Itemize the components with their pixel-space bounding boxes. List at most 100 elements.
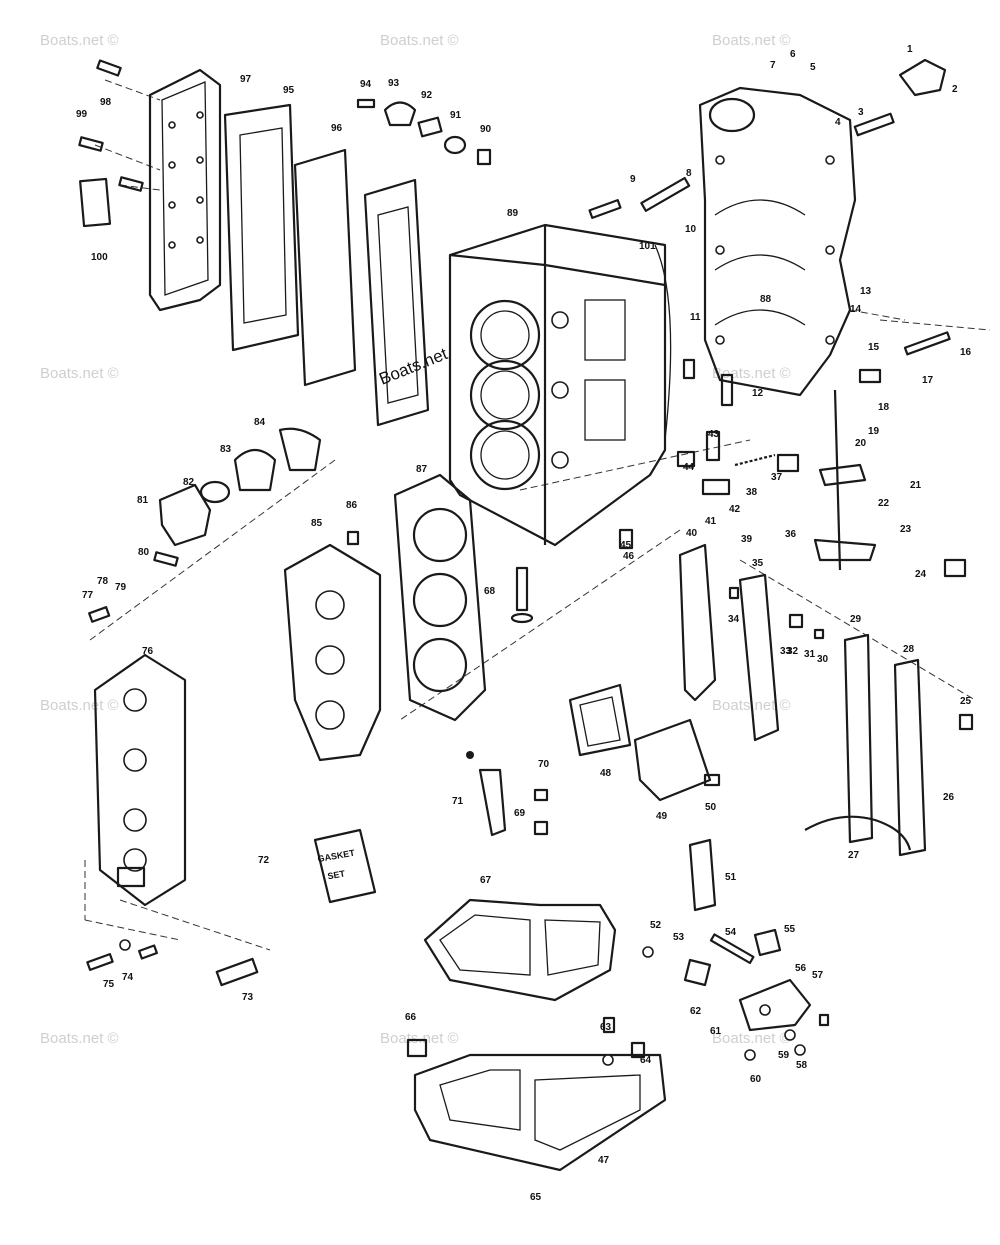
callout-number: 40 xyxy=(686,528,698,539)
plate-95 xyxy=(293,148,357,387)
thermostat-parts-top xyxy=(356,98,492,166)
callout-number: 95 xyxy=(283,85,295,96)
callout-number: 74 xyxy=(122,972,134,983)
exhaust-cover xyxy=(148,68,222,312)
plate-35 xyxy=(738,573,780,742)
powerhead-gasket xyxy=(423,898,617,1002)
callout-number: 30 xyxy=(817,654,829,665)
callout-number: 59 xyxy=(778,1050,790,1061)
callout-number: 99 xyxy=(76,109,88,120)
block-label: Boats.net xyxy=(376,344,450,389)
callout-number: 58 xyxy=(796,1060,808,1071)
callout-number: 11 xyxy=(690,312,701,323)
callout-number: 45 xyxy=(620,540,632,551)
callout-number: 88 xyxy=(760,294,772,305)
callout-number: 8 xyxy=(686,168,692,179)
bolt-101 xyxy=(118,176,144,192)
leader-lines xyxy=(84,79,991,951)
callout-number: 86 xyxy=(346,500,358,511)
callout-number: 76 xyxy=(142,646,154,657)
gasket-set-box: GASKET SET xyxy=(313,828,377,904)
callout-number: 82 xyxy=(183,477,195,488)
callout-number: 50 xyxy=(705,802,717,813)
callout-number: 100 xyxy=(91,252,108,263)
center-small-parts xyxy=(346,430,800,624)
plate-99 xyxy=(79,177,112,228)
callout-number: 31 xyxy=(804,649,816,660)
callout-number: 22 xyxy=(878,498,890,509)
linkage-lower-right xyxy=(642,928,830,1061)
bracket-70 xyxy=(466,751,549,837)
callout-number: 4 xyxy=(835,117,841,128)
callout-number: 23 xyxy=(900,524,912,535)
callout-number: 52 xyxy=(650,920,662,931)
callout-number: 51 xyxy=(725,872,737,883)
callout-number: 89 xyxy=(507,208,519,219)
callout-number: 17 xyxy=(922,375,934,386)
callout-number: 24 xyxy=(915,569,927,580)
gasket-94-right xyxy=(363,178,430,427)
callout-number: 37 xyxy=(771,472,783,483)
callout-number: 1 xyxy=(907,44,913,55)
callout-number: 87 xyxy=(416,464,428,475)
callout-number: 6 xyxy=(790,49,796,60)
callout-number: 85 xyxy=(311,518,323,529)
callout-number: 60 xyxy=(750,1074,762,1085)
watermark: Boats.net © xyxy=(380,32,459,49)
bolt-97 xyxy=(96,59,122,77)
cylinder-block xyxy=(448,223,672,547)
plate-40 xyxy=(678,543,717,702)
callout-number: 19 xyxy=(868,426,880,437)
callout-number: 57 xyxy=(812,970,824,981)
bolt-98 xyxy=(78,136,104,152)
callout-number: 5 xyxy=(810,62,816,73)
cylinder-head xyxy=(283,543,382,762)
gasket-94-left xyxy=(223,103,300,352)
head-gasket xyxy=(393,473,487,722)
bracket-1 xyxy=(898,58,947,97)
thermostat-housing xyxy=(153,427,322,567)
callout-number: 65 xyxy=(530,1192,542,1203)
callout-number: 27 xyxy=(848,850,860,861)
callout-number: 98 xyxy=(100,97,112,108)
gasket-set-label: GASKET xyxy=(317,848,356,864)
callout-number: 78 xyxy=(97,576,109,587)
callout-number: 70 xyxy=(538,759,550,770)
water-cover xyxy=(88,606,187,907)
callout-number: 25 xyxy=(960,696,972,707)
callout-number: 73 xyxy=(242,992,254,1003)
callout-number: 77 xyxy=(82,590,94,601)
sensor-72 xyxy=(215,957,259,987)
callout-number: 16 xyxy=(960,347,972,358)
callout-number: 91 xyxy=(450,110,462,121)
callout-number: 68 xyxy=(484,586,496,597)
callout-number: 21 xyxy=(910,480,922,491)
callout-number: 3 xyxy=(858,107,864,118)
callout-number: 83 xyxy=(220,444,232,455)
callout-number: 36 xyxy=(785,529,797,540)
watermark: Boats.net © xyxy=(712,1030,791,1047)
callout-number: 7 xyxy=(770,60,776,71)
callout-number: 48 xyxy=(600,768,612,779)
watermark: Boats.net © xyxy=(712,365,791,382)
watermark: Boats.net © xyxy=(712,32,791,49)
callout-number: 93 xyxy=(388,78,400,89)
callout-number: 39 xyxy=(741,534,753,545)
callout-number: 75 xyxy=(103,979,115,990)
callout-number: 41 xyxy=(705,516,717,527)
callout-number: 15 xyxy=(868,342,880,353)
callout-number: 2 xyxy=(952,84,958,95)
callout-number: 80 xyxy=(138,547,150,558)
callout-number: 29 xyxy=(850,614,862,625)
callout-number: 35 xyxy=(752,558,764,569)
callout-number: 79 xyxy=(115,582,127,593)
callout-number: 26 xyxy=(943,792,955,803)
callout-number: 13 xyxy=(860,286,872,297)
callout-number: 54 xyxy=(725,927,737,938)
callout-number: 33 xyxy=(780,646,792,657)
callout-number: 64 xyxy=(640,1055,652,1066)
callout-number: 90 xyxy=(480,124,492,135)
watermark: Boats.net © xyxy=(40,32,119,49)
